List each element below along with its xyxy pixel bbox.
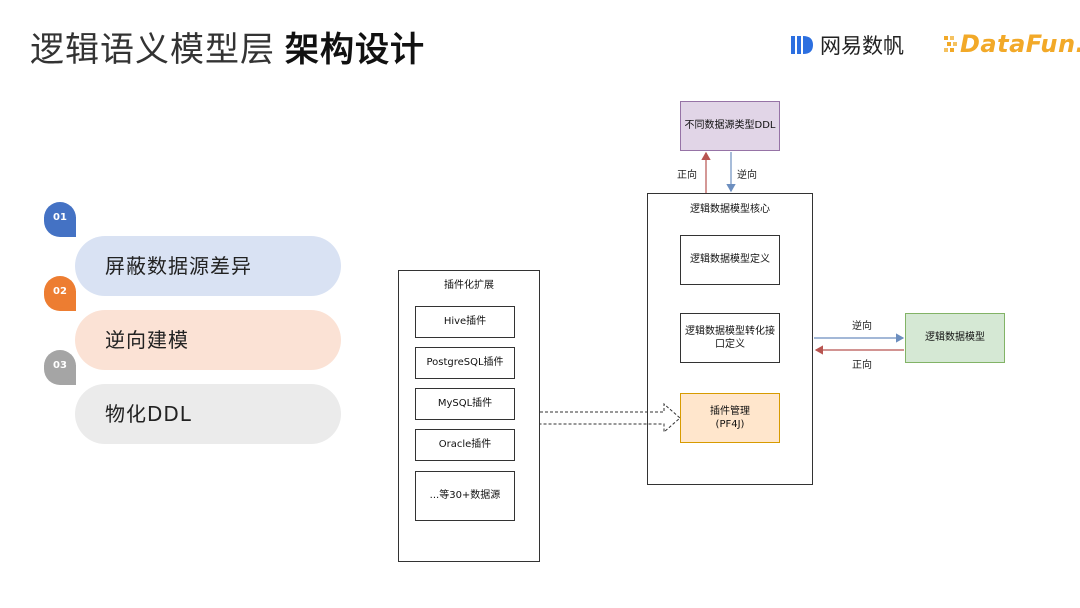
title-bold: 架构设计 [285,30,425,70]
label-reverse-top: 逆向 [737,170,757,181]
feature-item-2: 逆向建模 [75,310,341,370]
feature-badge: 03 [44,350,76,382]
feature-item-1: 屏蔽数据源差异 [75,236,341,296]
feature-badge: 02 [44,276,76,308]
plugin-oracle: Oracle插件 [415,429,515,461]
feature-label: 物化DDL [105,402,192,426]
feature-item-3: 物化DDL [75,384,341,444]
label-reverse-right: 逆向 [852,321,872,332]
plugin-mysql: MySQL插件 [415,388,515,420]
core-conversion-box: 逻辑数据模型转化接口定义 [680,313,780,363]
plugin-group-title: 插件化扩展 [444,280,494,291]
dashed-plugin-arrow [540,402,681,434]
logical-model-box: 逻辑数据模型 [905,313,1005,363]
core-definition-box: 逻辑数据模型定义 [680,235,780,285]
datafun-logo-icon [944,36,957,52]
label-forward-right: 正向 [852,360,872,371]
datafun-logo: DataFun. [944,30,1080,58]
plugin-manager-box: 插件管理 (PF4J) [680,393,780,443]
netease-logo-text: 网易数帆 [820,34,904,58]
plugin-hive: Hive插件 [415,306,515,338]
netease-logo-icon [791,36,813,54]
title-main: 逻辑语义模型层 [30,30,275,70]
feature-label: 逆向建模 [105,328,189,352]
netease-logo: 网易数帆 [790,32,904,58]
ddl-box: 不同数据源类型DDL [680,101,780,151]
plugin-more: ...等30+数据源 [415,471,515,521]
label-forward-top: 正向 [677,170,697,181]
feature-badge: 01 [44,202,76,234]
feature-label: 屏蔽数据源差异 [105,254,252,278]
plugin-postgresql: PostgreSQL插件 [415,347,515,379]
page-title: 逻辑语义模型层架构设计 [30,22,425,71]
datafun-logo-text: DataFun. [960,30,1080,58]
core-title: 逻辑数据模型核心 [690,204,770,215]
